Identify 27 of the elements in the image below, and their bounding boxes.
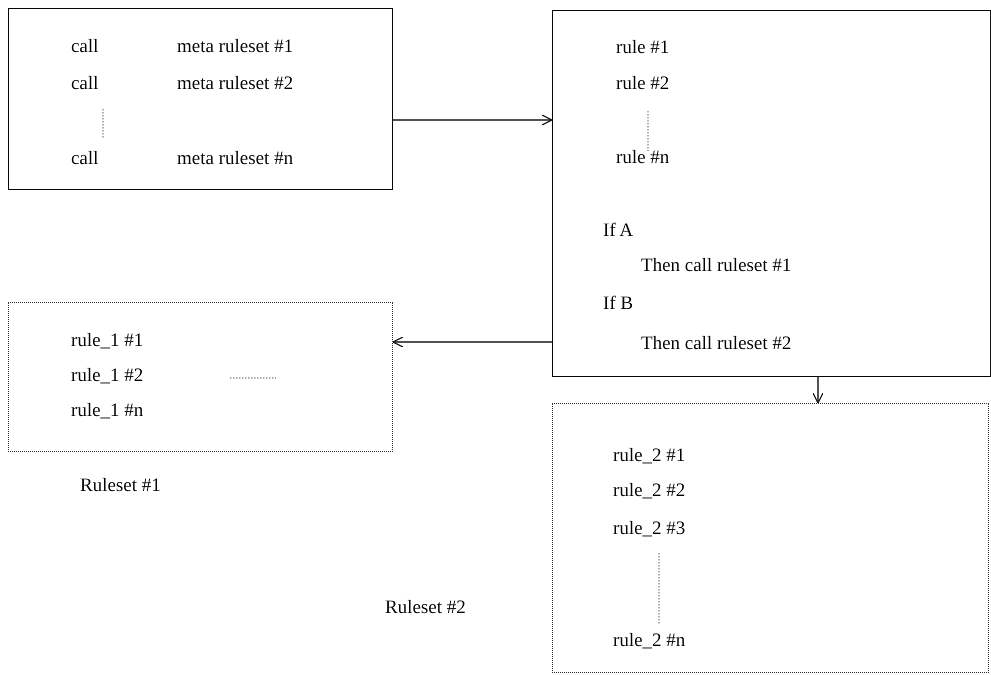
rule-text: call xyxy=(71,35,98,59)
ruleset-box xyxy=(552,403,989,673)
arrow xyxy=(812,377,824,404)
rule-text: rule #1 xyxy=(616,36,670,60)
rule-text: meta ruleset #n xyxy=(177,147,294,171)
rule-text: rule_2 #2 xyxy=(613,479,686,503)
rule-text: rule_1 #2 xyxy=(71,364,144,388)
rule-text: rule #2 xyxy=(616,72,670,96)
ruleset-box xyxy=(8,302,393,452)
rule-text: call xyxy=(71,147,98,171)
rule-text: rule_2 #3 xyxy=(613,517,686,541)
rule-text: rule_1 #1 xyxy=(71,329,144,353)
ruleset-caption: Ruleset #1 xyxy=(80,474,161,498)
ruleset-caption: Ruleset #2 xyxy=(385,596,466,620)
rule-text: If A xyxy=(603,219,634,243)
rule-text: rule_1 #n xyxy=(71,399,144,423)
arrow xyxy=(392,336,552,348)
rule-text: If B xyxy=(603,292,634,316)
arrow xyxy=(393,114,553,126)
rule-text: call xyxy=(71,72,98,96)
rule-text: meta ruleset #1 xyxy=(177,35,294,59)
rule-text: rule_2 #n xyxy=(613,629,686,653)
rule-text: rule_2 #1 xyxy=(613,444,686,468)
rule-text: Then call ruleset #1 xyxy=(641,254,792,278)
rule-text: meta ruleset #2 xyxy=(177,72,294,96)
rule-text: Then call ruleset #2 xyxy=(641,332,792,356)
rule-text: rule #n xyxy=(616,146,670,170)
